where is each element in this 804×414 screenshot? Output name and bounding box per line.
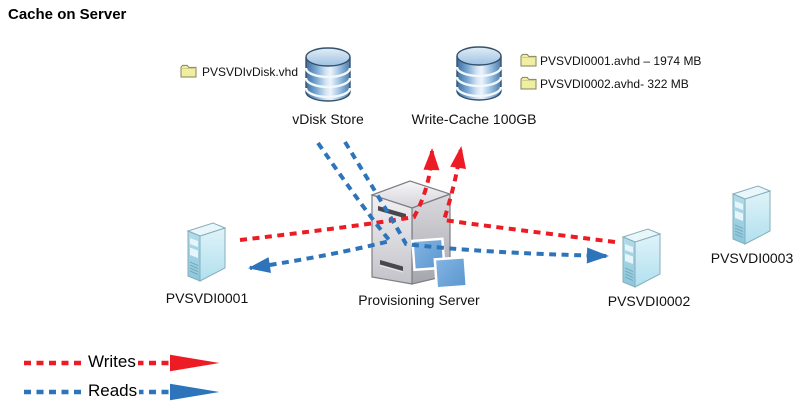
cache-file-2-folder-icon bbox=[520, 76, 537, 90]
cache-file-1-label: PVSVDI0001.avhd – 1974 MB bbox=[540, 54, 702, 68]
vdisk-store-database-icon bbox=[304, 46, 352, 103]
client2-tower-icon bbox=[622, 228, 661, 288]
read-arrow-vdisk-to-client1 bbox=[248, 141, 394, 273]
write-cache-database-icon bbox=[455, 45, 503, 102]
client2-label: PVSVDI0002 bbox=[607, 293, 691, 309]
legend-writes-label: Writes bbox=[86, 352, 138, 372]
client1-label: PVSVDI0001 bbox=[165, 290, 249, 306]
legend-reads-label: Reads bbox=[86, 381, 140, 401]
read-arrow-vdisk-to-client2 bbox=[343, 140, 609, 264]
vdisk-store-label: vDisk Store bbox=[292, 111, 364, 127]
blue-squares-icon bbox=[411, 237, 469, 290]
write-cache-label: Write-Cache 100GB bbox=[411, 111, 537, 127]
vdisk-file-label: PVSVDIvDisk.vhd bbox=[202, 65, 299, 79]
client3-label: PVSVDI0003 bbox=[710, 250, 794, 266]
cache-file-2-label: PVSVDI0002.avhd- 322 MB bbox=[540, 77, 689, 91]
write-arrow-client2-to-cache bbox=[441, 146, 616, 244]
diagram-title: Cache on Server bbox=[8, 6, 127, 23]
provisioning-server-label: Provisioning Server bbox=[358, 292, 480, 308]
write-arrow-client1-to-cache bbox=[239, 148, 440, 242]
client1-tower-icon bbox=[187, 222, 226, 282]
client3-tower-icon bbox=[732, 185, 771, 245]
cache-file-1-folder-icon bbox=[520, 53, 537, 67]
vdisk-file-folder-icon bbox=[180, 64, 197, 78]
